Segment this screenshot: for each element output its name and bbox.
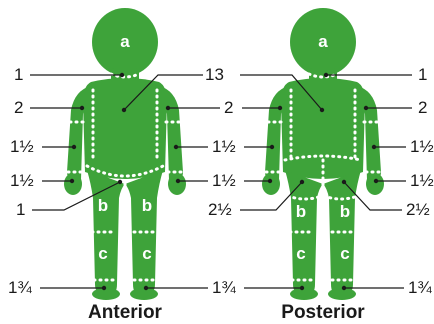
anterior-right-upper-arm-dot bbox=[166, 106, 170, 110]
anterior-left-foot-dot bbox=[102, 286, 106, 290]
anterior-left-forearm-label: 1½ bbox=[10, 137, 34, 156]
posterior-right-buttock-dot bbox=[342, 180, 346, 184]
posterior-left-buttock-dot bbox=[300, 180, 304, 184]
anterior-right-foot-label: 1¾ bbox=[212, 278, 236, 297]
anterior-left-foot-label: 1¾ bbox=[8, 278, 32, 297]
anterior-left-thigh-letter: b bbox=[98, 196, 108, 215]
anterior-left-upper-arm-label: 2 bbox=[14, 98, 23, 117]
posterior-right-hand-dot bbox=[374, 179, 378, 183]
posterior-right-thigh-letter: b bbox=[340, 202, 350, 221]
posterior-right-upper-arm-label: 2 bbox=[418, 98, 427, 117]
anterior-right-forearm-dot bbox=[174, 145, 178, 149]
posterior-left-thigh-letter: b bbox=[296, 202, 306, 221]
anterior-genitalia-label: 1 bbox=[16, 200, 25, 219]
anterior-neck-dot bbox=[120, 73, 124, 77]
posterior-right-forearm-label: 1½ bbox=[410, 137, 434, 156]
anterior-right-thigh-letter: b bbox=[142, 196, 152, 215]
posterior-left-upper-arm-dot bbox=[278, 106, 282, 110]
anterior-figure: a b b c c 1 13 2 2 1½ 1½ 1½ 1½ 1 1¾ bbox=[8, 8, 236, 323]
posterior-right-leg-letter: c bbox=[340, 244, 349, 263]
posterior-trunk-dot bbox=[320, 108, 324, 112]
posterior-left-buttock-label: 2½ bbox=[208, 200, 232, 219]
posterior-left-leg-letter: c bbox=[296, 244, 305, 263]
anterior-left-hand-label: 1½ bbox=[10, 171, 34, 190]
posterior-right-buttock-label: 2½ bbox=[406, 200, 430, 219]
posterior-left-hand-dot bbox=[268, 179, 272, 183]
posterior-neck-label: 1 bbox=[418, 65, 427, 84]
anterior-head-letter: a bbox=[120, 32, 130, 51]
posterior-right-forearm-dot bbox=[372, 145, 376, 149]
posterior-left-foot-dot bbox=[300, 286, 304, 290]
anterior-trunk-dot bbox=[122, 108, 126, 112]
posterior-left-forearm-dot bbox=[270, 145, 274, 149]
anterior-caption: Anterior bbox=[88, 302, 163, 323]
posterior-caption: Posterior bbox=[281, 302, 365, 323]
anterior-left-leg-letter: c bbox=[98, 244, 107, 263]
posterior-head-letter: a bbox=[318, 32, 328, 51]
posterior-right-foot-label: 1¾ bbox=[408, 278, 432, 297]
posterior-right-upper-arm-dot bbox=[364, 106, 368, 110]
posterior-neck-dot bbox=[324, 73, 328, 77]
anterior-right-forearm-label: 1½ bbox=[212, 137, 236, 156]
anterior-right-upper-arm-label: 2 bbox=[224, 98, 233, 117]
anterior-left-forearm-dot bbox=[72, 145, 76, 149]
anterior-trunk-label: 13 bbox=[205, 65, 224, 84]
anterior-left-hand-dot bbox=[70, 179, 74, 183]
anterior-neck-label: 1 bbox=[14, 65, 23, 84]
posterior-figure: a b b c c 1 2 1½ 1½ 2½ 2½ 1¾ bbox=[208, 8, 434, 323]
anterior-right-foot-dot bbox=[144, 286, 148, 290]
anterior-right-leg-letter: c bbox=[142, 244, 151, 263]
anterior-right-hand-label: 1½ bbox=[212, 171, 236, 190]
anterior-right-hand-dot bbox=[176, 179, 180, 183]
anterior-genitalia-dot bbox=[118, 180, 122, 184]
posterior-right-foot-dot bbox=[342, 286, 346, 290]
anterior-left-upper-arm-dot bbox=[80, 106, 84, 110]
posterior-right-hand-label: 1½ bbox=[410, 171, 434, 190]
